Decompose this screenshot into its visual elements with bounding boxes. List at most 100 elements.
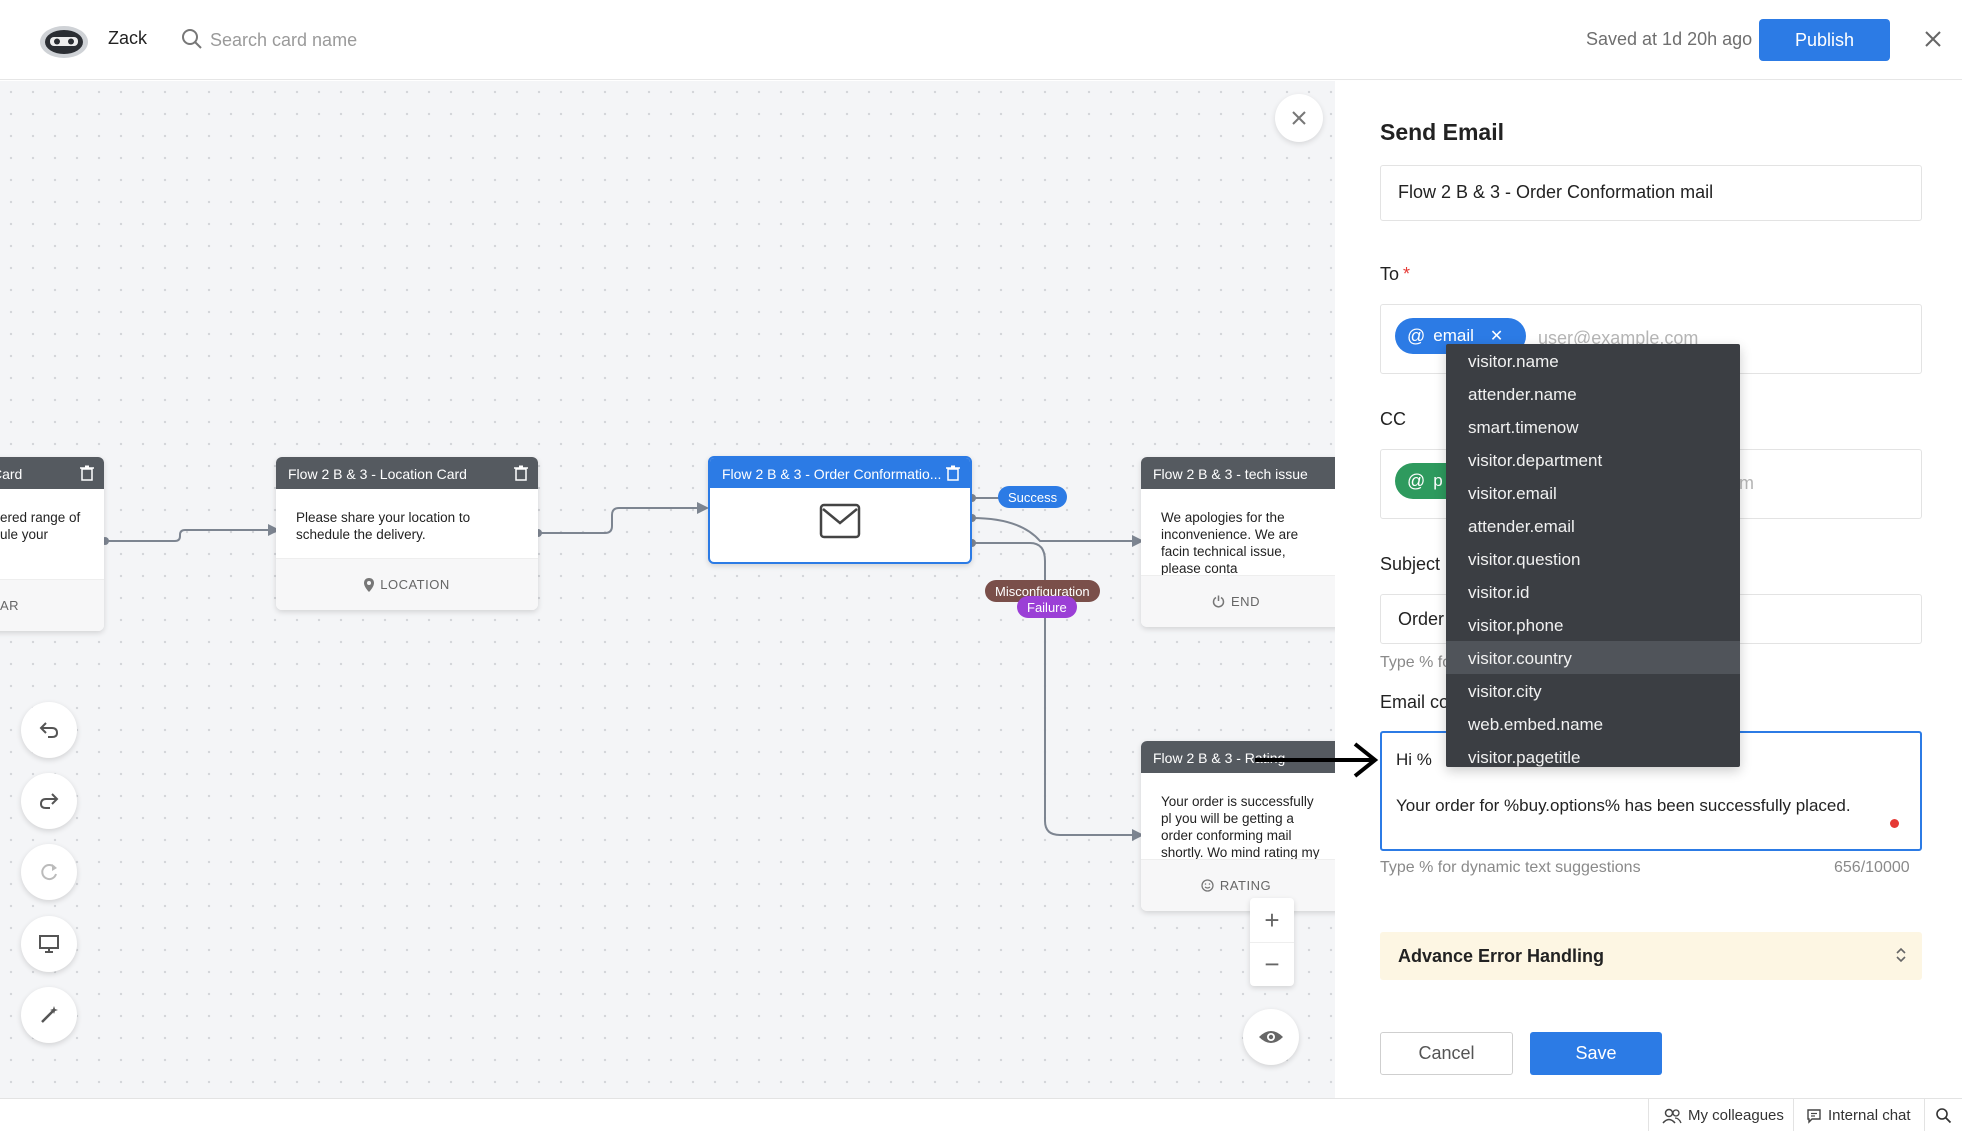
people-icon — [1662, 1108, 1682, 1124]
trash-icon[interactable] — [514, 465, 528, 481]
suggestion-item[interactable]: web.embed.name — [1468, 715, 1604, 734]
suggestion-item[interactable]: smart.timenow — [1468, 418, 1579, 437]
redo-icon — [39, 793, 59, 809]
saved-status: Saved at 1d 20h ago — [1586, 29, 1753, 49]
bot-avatar-icon[interactable] — [38, 20, 90, 60]
my-colleagues-button[interactable]: My colleagues — [1662, 1107, 1784, 1124]
undo-button[interactable] — [21, 702, 77, 758]
card-footer-label: AR — [0, 598, 20, 613]
suggestion-item[interactable]: visitor.email — [1468, 484, 1557, 503]
content-line-1: Hi % — [1396, 750, 1432, 769]
expand-collapse-icon — [1896, 947, 1906, 963]
close-icon — [1292, 111, 1306, 125]
advance-error-handling-section[interactable]: Advance Error Handling — [1380, 932, 1922, 980]
suggestion-item[interactable]: attender.email — [1468, 517, 1575, 536]
divider — [1924, 1099, 1925, 1131]
chip-remove-icon[interactable]: ✕ — [1489, 328, 1504, 345]
flow-canvas[interactable]: Card ered range of ule your AR Flow 2 B … — [0, 81, 1335, 1098]
to-label: To* — [1380, 264, 1410, 285]
suggestion-item[interactable]: visitor.id — [1468, 583, 1530, 602]
trash-icon[interactable] — [80, 465, 94, 481]
zoom-in-button[interactable]: + — [1264, 904, 1280, 935]
save-button[interactable]: Save — [1530, 1032, 1662, 1075]
card-name-field[interactable]: Flow 2 B & 3 - Order Conformation mail — [1380, 165, 1922, 221]
suggestion-item[interactable]: visitor.pagetitle — [1468, 748, 1581, 767]
suggestion-item[interactable]: visitor.phone — [1468, 616, 1564, 635]
failure-branch-label: Failure — [1017, 596, 1077, 618]
flow-card-tech-issue[interactable]: Flow 2 B & 3 - tech issue We apologies f… — [1141, 457, 1335, 627]
email-content-label: Email co — [1380, 692, 1450, 712]
card-title: Card — [0, 457, 104, 489]
success-branch-label: Success — [998, 486, 1068, 508]
content-hint: Type % for dynamic text suggestions — [1380, 859, 1641, 876]
top-bar: Zack Saved at 1d 20h ago Publish — [0, 0, 1962, 80]
refresh-button[interactable] — [21, 844, 77, 900]
eye-icon — [1259, 1031, 1283, 1043]
undo-icon — [39, 722, 59, 738]
location-pin-icon — [364, 577, 375, 592]
flow-connectors — [101, 494, 1144, 841]
card-title-text: Flow 2 B & 3 - tech issue — [1153, 466, 1308, 482]
zoom-out-button[interactable]: − — [1250, 942, 1294, 986]
flow-card-order-confirmation[interactable]: Flow 2 B & 3 - Order Conformatio... — [708, 456, 972, 564]
char-count: 656/10000 — [1834, 859, 1910, 876]
close-icon[interactable] — [1921, 27, 1945, 51]
suggestion-item[interactable]: visitor.name — [1468, 352, 1559, 371]
card-body: ered range of ule your — [0, 510, 81, 542]
trash-icon[interactable] — [946, 465, 960, 481]
subject-hint: Type % fo — [1380, 654, 1452, 671]
suggestion-item-highlighted[interactable]: visitor.country — [1446, 641, 1740, 674]
suggestion-item[interactable]: visitor.department — [1468, 451, 1603, 470]
redo-button[interactable] — [21, 773, 77, 829]
card-title: Flow 2 B & 3 - tech issue — [1141, 457, 1335, 489]
card-footer: LOCATION — [276, 558, 538, 610]
cc-label: CC — [1380, 409, 1406, 429]
card-footer: END — [1141, 575, 1335, 627]
advance-error-handling-label: Advance Error Handling — [1398, 946, 1605, 966]
preview-screen-button[interactable] — [21, 916, 77, 972]
subject-value: Order — [1398, 609, 1445, 629]
at-icon: @ — [1407, 470, 1426, 491]
zoom-controls: + − — [1250, 898, 1294, 986]
internal-chat-button[interactable]: Internal chat — [1806, 1107, 1911, 1124]
power-icon — [1212, 595, 1225, 608]
smiley-icon — [1201, 879, 1214, 892]
card-title-text: Flow 2 B & 3 - Location Card — [288, 466, 467, 482]
cc-chip-label: p — [1433, 471, 1443, 490]
auto-arrange-button[interactable] — [21, 987, 77, 1043]
my-colleagues-label: My colleagues — [1688, 1107, 1784, 1124]
card-body: Please share your location to schedule t… — [296, 510, 471, 542]
flow-card[interactable]: Card ered range of ule your AR — [0, 457, 104, 631]
flow-card-rating[interactable]: Flow 2 B & 3 - Rating Your order is succ… — [1141, 741, 1335, 911]
suggestion-item[interactable]: attender.name — [1468, 385, 1577, 404]
bottom-bar: My colleagues Internal chat — [0, 1098, 1962, 1131]
card-footer-label: RATING — [1219, 878, 1272, 893]
search-icon — [182, 29, 202, 49]
card-title: Flow 2 B & 3 - Rating — [1141, 741, 1335, 773]
card-title-text: Flow 2 B & 3 - Rating — [1153, 750, 1286, 766]
suggestion-item[interactable]: visitor.question — [1468, 550, 1581, 569]
preview-eye-button[interactable] — [1243, 1009, 1299, 1065]
to-placeholder: user@example.com — [1538, 328, 1699, 348]
annotation-arrow-icon — [1255, 742, 1379, 778]
flow-card-location[interactable]: Flow 2 B & 3 - Location Card Please shar… — [276, 457, 538, 610]
suggestion-item[interactable]: visitor.city — [1468, 682, 1542, 701]
card-name-value: Flow 2 B & 3 - Order Conformation mail — [1398, 182, 1714, 202]
divider — [1648, 1099, 1649, 1131]
email-chip-label: email — [1433, 326, 1474, 345]
divider — [1793, 1099, 1794, 1131]
content-line-2: Your order for %buy.options% has been su… — [1396, 796, 1851, 815]
required-asterisk: * — [1403, 264, 1411, 284]
card-title-text: Flow 2 B & 3 - Order Conformatio... — [722, 466, 942, 482]
card-footer: RATING — [1141, 859, 1335, 911]
card-footer-label: END — [1231, 594, 1260, 609]
card-title: Flow 2 B & 3 - Order Conformatio... — [710, 458, 970, 488]
card-footer: AR — [0, 579, 104, 631]
magic-wand-icon — [41, 1006, 58, 1023]
search-icon[interactable] — [1935, 1107, 1952, 1124]
search-card-input[interactable] — [210, 24, 510, 56]
publish-button[interactable]: Publish — [1759, 19, 1890, 61]
monitor-icon — [39, 935, 59, 953]
cancel-button[interactable]: Cancel — [1380, 1032, 1513, 1075]
canvas-close-button[interactable] — [1275, 94, 1323, 142]
